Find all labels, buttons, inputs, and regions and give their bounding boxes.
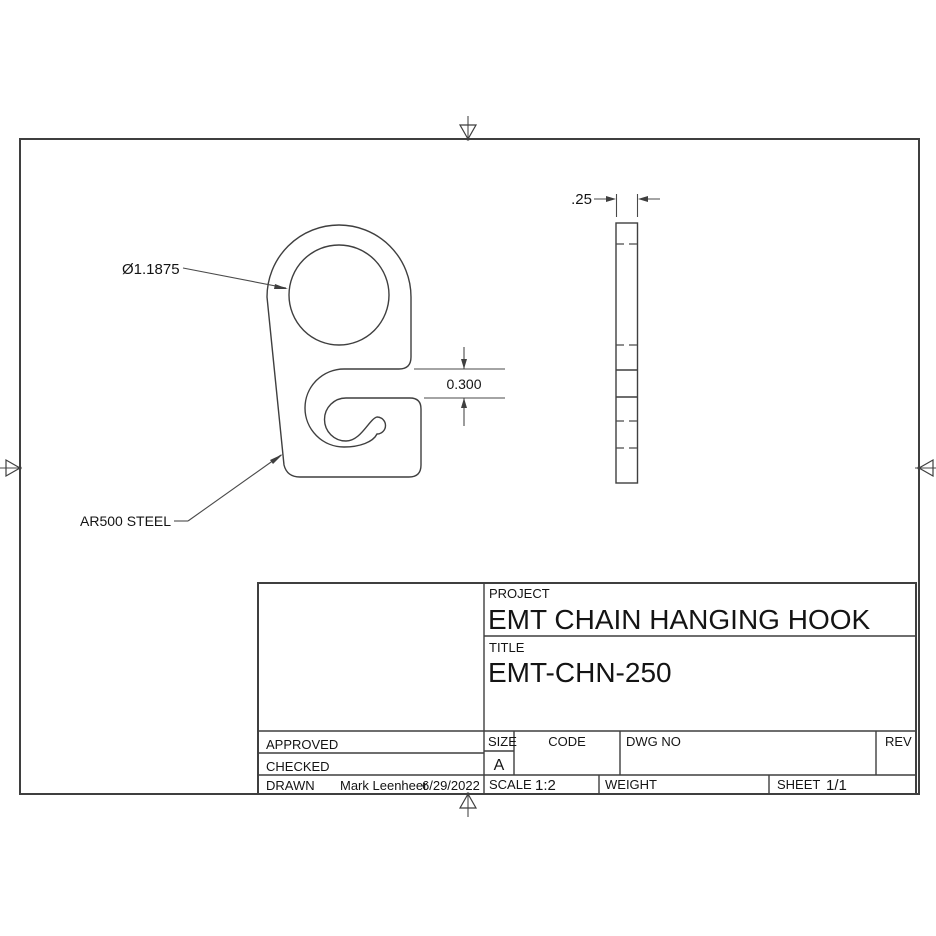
center-mark-top [458, 116, 478, 141]
hook-hole [288, 244, 390, 346]
dim-arrowhead-right [606, 196, 616, 202]
hole-diameter-dimension: Ø1.1875 [122, 261, 288, 289]
drawing-frame [0, 116, 936, 817]
dwg-no-label: DWG NO [626, 734, 681, 749]
drawing-title: EMT-CHN-250 [488, 657, 672, 688]
drawn-label: DRAWN [266, 778, 315, 793]
center-mark-bottom [458, 792, 478, 817]
hook-outline [266, 224, 422, 478]
approved-label: APPROVED [266, 737, 338, 752]
size-label: SIZE [488, 734, 517, 749]
thickness-dimension: .25 [571, 191, 660, 217]
front-view: Ø1.1875 0.300 AR500 STEEL [80, 224, 505, 529]
hole-diameter-text: Ø1.1875 [122, 261, 180, 278]
leader-arrowhead [270, 454, 283, 464]
weight-label: WEIGHT [605, 777, 657, 792]
center-mark-left [0, 458, 22, 478]
size-value: A [494, 757, 505, 774]
project-name: EMT CHAIN HANGING HOOK [488, 604, 871, 635]
sheet-value: 1/1 [826, 777, 847, 794]
dim-arrowhead-left [638, 196, 648, 202]
drawn-date: 6/29/2022 [422, 778, 480, 793]
dim-arrowhead-down [461, 359, 467, 369]
checked-label: CHECKED [266, 759, 330, 774]
material-note: AR500 STEEL [80, 454, 283, 529]
rev-label: REV [885, 734, 912, 749]
center-mark-right [915, 458, 936, 478]
side-view: .25 [571, 191, 660, 484]
drawn-by: Mark Leenheer [340, 778, 428, 793]
project-label: PROJECT [489, 586, 550, 601]
material-note-text: AR500 STEEL [80, 513, 171, 529]
dim-arrowhead-up [461, 398, 467, 408]
scale-value: 1:2 [535, 777, 556, 794]
thickness-text: .25 [571, 191, 592, 208]
title-block: PROJECT EMT CHAIN HANGING HOOK TITLE EMT… [257, 582, 917, 795]
title-label: TITLE [489, 640, 525, 655]
slot-gap-dimension: 0.300 [414, 347, 505, 426]
sheet-label: SHEET [777, 777, 820, 792]
plate-profile [615, 222, 639, 484]
code-label: CODE [548, 734, 586, 749]
leader-arrowhead [274, 284, 288, 289]
scale-label: SCALE [489, 777, 532, 792]
slot-gap-text: 0.300 [446, 376, 481, 392]
